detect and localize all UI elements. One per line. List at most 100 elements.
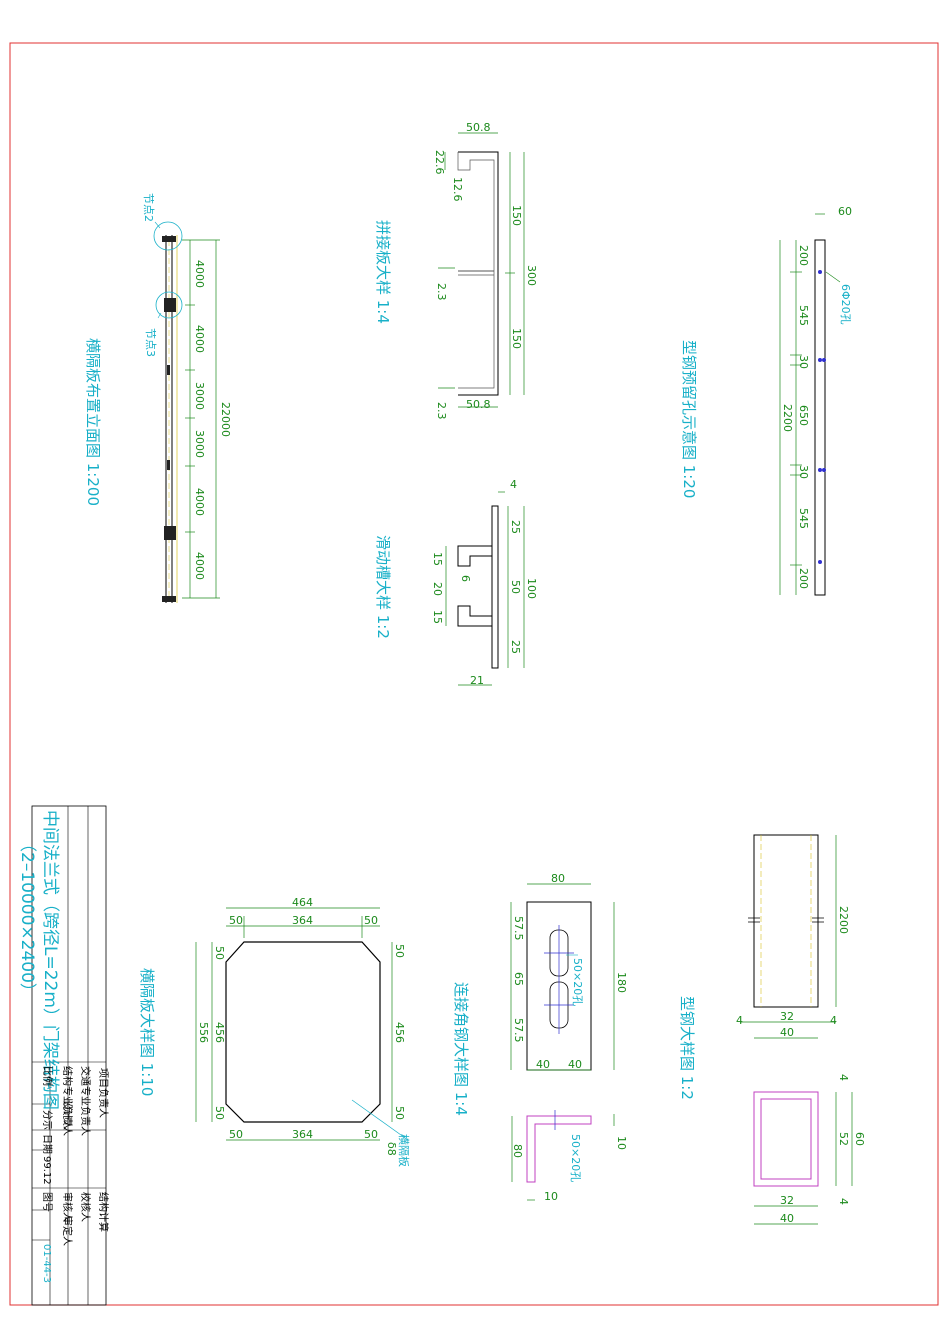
- splice-t2: 2.3: [435, 402, 448, 420]
- chute-title: 滑动槽大样 1:2: [374, 535, 392, 639]
- diaphragm-elevation: 节点2 节点3 4000 4000 3000 3000 4000 4000 22…: [84, 193, 232, 603]
- diaphragm-right-a: 50: [393, 944, 406, 958]
- splice-total: 300: [525, 265, 538, 286]
- holes-title: 型钢预留孔示意图 1:20: [680, 340, 698, 498]
- elev-dim-2: 4000: [193, 325, 206, 353]
- splice-d1: 22.6: [433, 150, 446, 175]
- hole-total: 2200: [781, 404, 794, 432]
- steel-w-mid: 32: [780, 1010, 794, 1023]
- connecting-angle-detail: 80 57.5 65 57.5 180 40 40 50×20孔 连接角钢大样图…: [452, 872, 628, 1203]
- tb-date-value: 99.12: [41, 1156, 52, 1185]
- chute-d25a: 25: [509, 520, 522, 534]
- hole-seg-7: 200: [797, 568, 810, 589]
- splice-width-bot: 50.8: [466, 398, 491, 411]
- sheet-frame: [9, 42, 939, 1306]
- hole-width: 60: [838, 205, 852, 218]
- node2-label: 节点2: [142, 193, 155, 222]
- angle-top: 80: [551, 872, 565, 885]
- angle-v1: 57.5: [512, 916, 525, 941]
- chute-l20: 20: [431, 582, 444, 596]
- chute-l15b: 15: [431, 610, 444, 624]
- steel-section-h: 60: [853, 1132, 866, 1146]
- diaphragm-top-b: 50: [364, 914, 378, 927]
- angle-v2: 65: [512, 972, 525, 986]
- angle-b1: 40: [536, 1058, 550, 1071]
- elev-dim-4: 3000: [193, 430, 206, 458]
- hole-seg-1: 200: [797, 245, 810, 266]
- elevation-title: 横隔板布置立面图 1:200: [84, 338, 102, 506]
- hole-seg-5: 30: [797, 465, 810, 479]
- hole-layout-detail: 60 6Φ20孔 200 545 30 650 30 545 200 2200 …: [680, 205, 852, 596]
- angle-slot: 50×20孔: [571, 958, 584, 1006]
- elev-dim-6: 4000: [193, 552, 206, 580]
- tb-r4c1: 设计人: [61, 1100, 74, 1130]
- chute-bottom: 21: [470, 674, 484, 687]
- angle-sec-b: 10: [544, 1190, 558, 1203]
- hole-seg-4: 650: [797, 405, 810, 426]
- node3-callout: [155, 291, 183, 319]
- project-size: （2–10000×2400）: [17, 835, 37, 1000]
- tb-r3c2: 审核人: [61, 1192, 74, 1222]
- hole-seg-2: 545: [797, 305, 810, 326]
- elev-total: 22000: [219, 402, 232, 437]
- splice-h1: 150: [510, 205, 523, 226]
- angle-title: 连接角钢大样图 1:4: [452, 982, 470, 1116]
- angle-sec-h: 80: [511, 1144, 524, 1158]
- tb-scale-label: 比例: [41, 1066, 54, 1086]
- tb-drawing-label: 图号: [41, 1192, 53, 1212]
- chute-l15a: 15: [431, 552, 444, 566]
- tb-r1c1: 项目负责人: [97, 1068, 110, 1118]
- angle-sec-t: 10: [615, 1136, 628, 1150]
- steel-length: 2200: [837, 906, 850, 934]
- diaphragm-title: 横隔板大样图 1:10: [138, 968, 156, 1096]
- chute-d25b: 25: [509, 640, 522, 654]
- elev-dim-1: 4000: [193, 260, 206, 288]
- steel-section-inner: 52: [837, 1132, 850, 1146]
- steel-box-section: [753, 1091, 819, 1187]
- diaphragm-left-a: 50: [213, 946, 226, 960]
- steel-section-detail: 2200 4 32 4 40 60 52 4 4 32 40 型钢大样图 1:2: [678, 834, 866, 1225]
- hole-seg-6: 545: [797, 508, 810, 529]
- node3-label: 节点3: [144, 328, 157, 357]
- sliding-chute-detail: 4 25 50 25 100 15 20 15 6 21 滑动槽大样 1:2: [374, 478, 538, 687]
- diaphragm-bot-b: 50: [364, 1128, 378, 1141]
- diaphragm-detail: 464 50 364 50 50 364 50 556 50 456 50 50…: [138, 896, 411, 1167]
- diaphragm-left-b: 50: [213, 1106, 226, 1120]
- steel-w1: 4: [736, 1014, 743, 1027]
- tb-r2c1: 交通专业负责人: [79, 1066, 92, 1136]
- title-block: 中间法兰式（跨径L=22m）门架结构图 （2–10000×2400） 项目负责人…: [17, 805, 110, 1306]
- steel-section-t1: 4: [837, 1074, 850, 1081]
- steel-section-total: 40: [780, 1212, 794, 1225]
- tb-r4c2: 审定人: [61, 1216, 74, 1246]
- splice-plate-detail: 50.8 50.8 150 150 300 22.6 12.6 2.3 2.3 …: [374, 121, 538, 420]
- angle-v3: 57.5: [512, 1018, 525, 1043]
- hole-spec: 6Φ20孔: [839, 284, 852, 325]
- tb-scale-value: 分示: [41, 1110, 53, 1130]
- diaphragm-thk-label: 横隔板: [397, 1134, 411, 1167]
- splice-width-top: 50.8: [466, 121, 491, 134]
- diaphragm-top-a: 50: [229, 914, 243, 927]
- steel-title: 型钢大样图 1:2: [678, 996, 696, 1100]
- chute-thickness: 4: [510, 478, 517, 491]
- tb-r2c2: 校核人: [79, 1192, 92, 1222]
- steel-w-total: 40: [780, 1026, 794, 1039]
- diaphragm-bot-mid: 364: [292, 1128, 313, 1141]
- diaphragm-right-b: 50: [393, 1106, 406, 1120]
- tb-r1c2: 结构计算: [97, 1192, 110, 1232]
- splice-d2: 12.6: [451, 177, 464, 202]
- steel-section-t2: 4: [837, 1198, 850, 1205]
- tb-r3c1: 结构专业负责人: [61, 1066, 74, 1136]
- diaphragm-right-mid: 456: [393, 1022, 406, 1043]
- chute-total: 100: [525, 578, 538, 599]
- splice-title: 拼接板大样 1:4: [374, 220, 392, 324]
- node2-callout: [153, 221, 183, 251]
- tb-drawing-number: 01-44-3: [41, 1244, 52, 1283]
- steel-w2: 4: [830, 1014, 837, 1027]
- tb-date-label: 日期: [41, 1134, 53, 1154]
- splice-h2: 150: [510, 328, 523, 349]
- chute-l6: 6: [459, 575, 472, 582]
- diaphragm-top-mid: 364: [292, 914, 313, 927]
- angle-slot-2: 50×20孔: [569, 1134, 582, 1182]
- diaphragm-left-total: 556: [197, 1022, 210, 1043]
- hole-seg-3: 30: [797, 355, 810, 369]
